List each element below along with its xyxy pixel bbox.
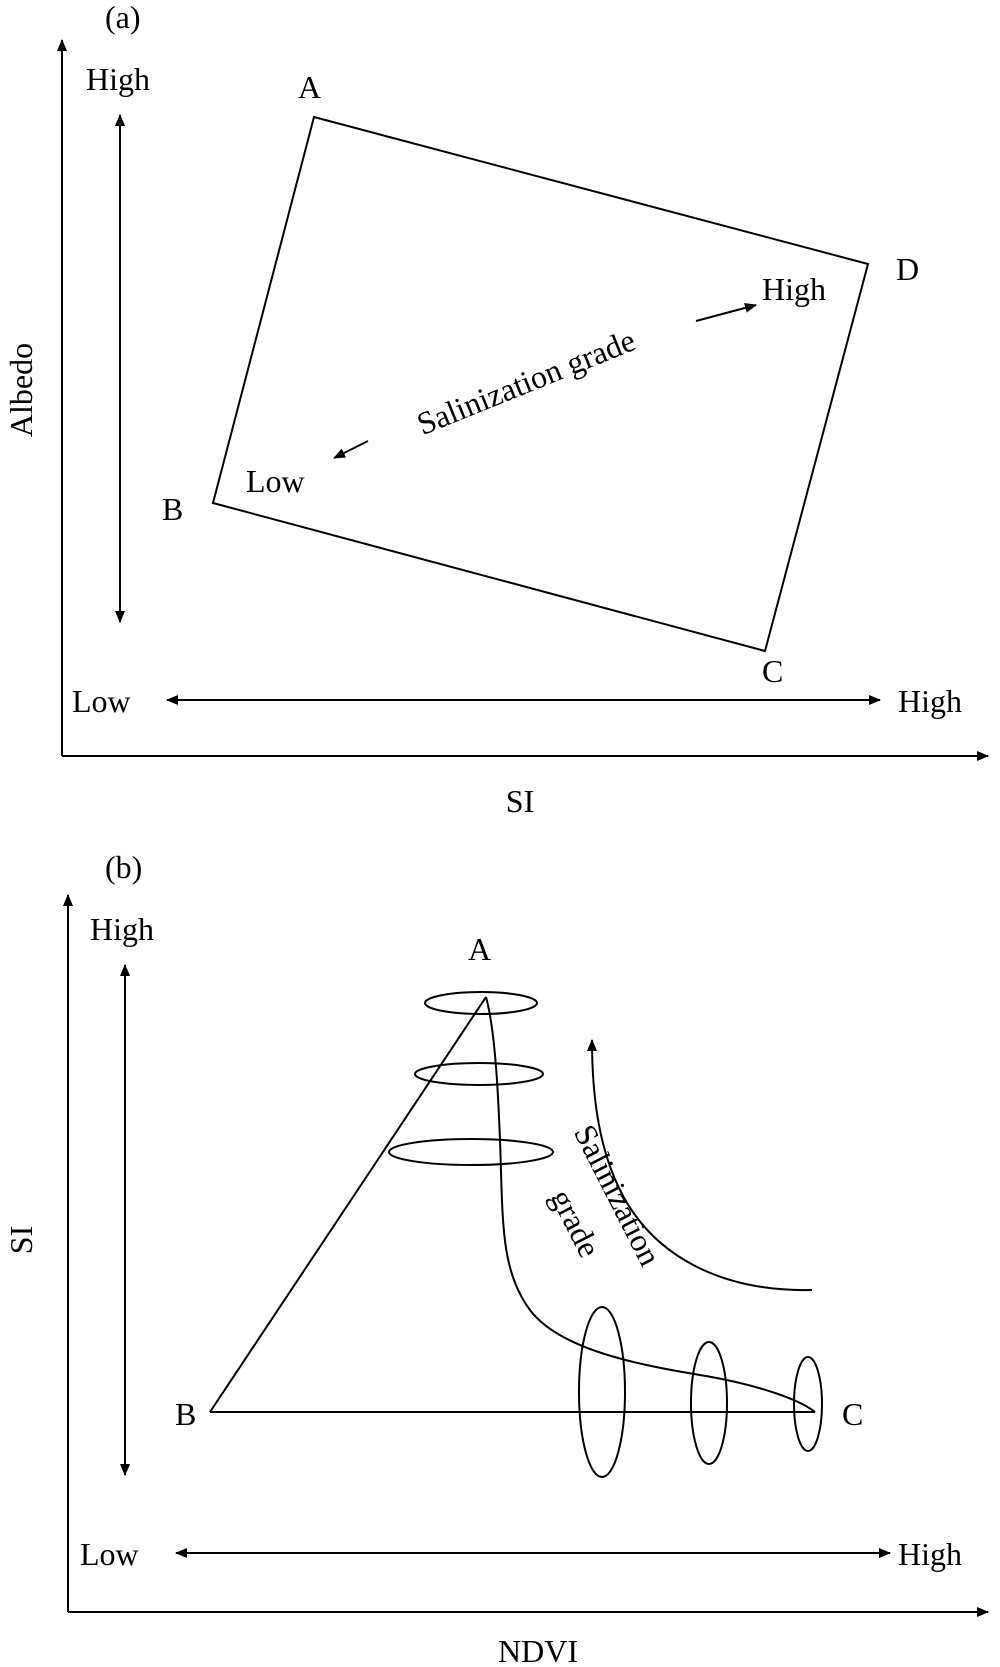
panel-b-ellipse-vertical-1	[578, 1306, 626, 1478]
panel-b-edge-curve	[485, 996, 816, 1413]
panel-a-vertex-b: B	[162, 491, 183, 527]
panel-a-quadrilateral	[211, 115, 870, 653]
panel-b-vertex-b: B	[175, 1396, 196, 1432]
panel-b-triangle-edge-ab	[209, 996, 487, 1413]
panel-a-vertex-a: A	[298, 69, 321, 105]
panel-b-ellipse-vertical-3	[793, 1356, 823, 1452]
panel-b-grade-curved-arrow	[587, 1039, 813, 1292]
panel-b-vertex-c: C	[842, 1396, 863, 1432]
panel-b-x-low: Low	[80, 1536, 139, 1572]
panel-b-x-high: High	[898, 1536, 962, 1572]
panel-a-grade-label: Salinization grade	[412, 322, 641, 442]
panel-b-y-high: High	[90, 911, 154, 947]
panel-a-y-axis-label: Albedo	[3, 343, 39, 437]
panel-a-grade-arrow-low	[333, 440, 369, 459]
panel-a-grade-low: Low	[246, 463, 305, 499]
panel-b-vertex-a: A	[468, 931, 491, 967]
panel-a-x-axis-label: SI	[506, 783, 534, 819]
panel-a-grade-arrow-high	[695, 303, 757, 322]
panel-a-vertex-c: C	[762, 653, 783, 689]
panel-b-ellipse-middle	[414, 1062, 544, 1086]
panel-a-x-low: Low	[72, 683, 131, 719]
panel-b-x-axis-label: NDVI	[498, 1633, 578, 1667]
panel-a-x-high: High	[898, 683, 962, 719]
panel-b-ellipse-bottom	[388, 1138, 554, 1166]
panel-b-tag: (b)	[105, 849, 142, 885]
panel-b-y-axis-label: SI	[3, 1226, 39, 1254]
panel-b: (b) SI NDVI High Low High A B C Saliniza…	[3, 849, 989, 1667]
panel-a-y-high: High	[86, 61, 150, 97]
panel-a-vertex-d: D	[896, 251, 919, 287]
panel-b-ellipse-vertical-2	[690, 1341, 728, 1465]
panel-a-grade-high: High	[762, 271, 826, 307]
panel-a-tag: (a)	[105, 0, 141, 35]
panel-a: (a) Albedo SI High Low High A B C D Sali…	[3, 0, 989, 819]
panel-b-ellipse-top	[424, 991, 538, 1015]
